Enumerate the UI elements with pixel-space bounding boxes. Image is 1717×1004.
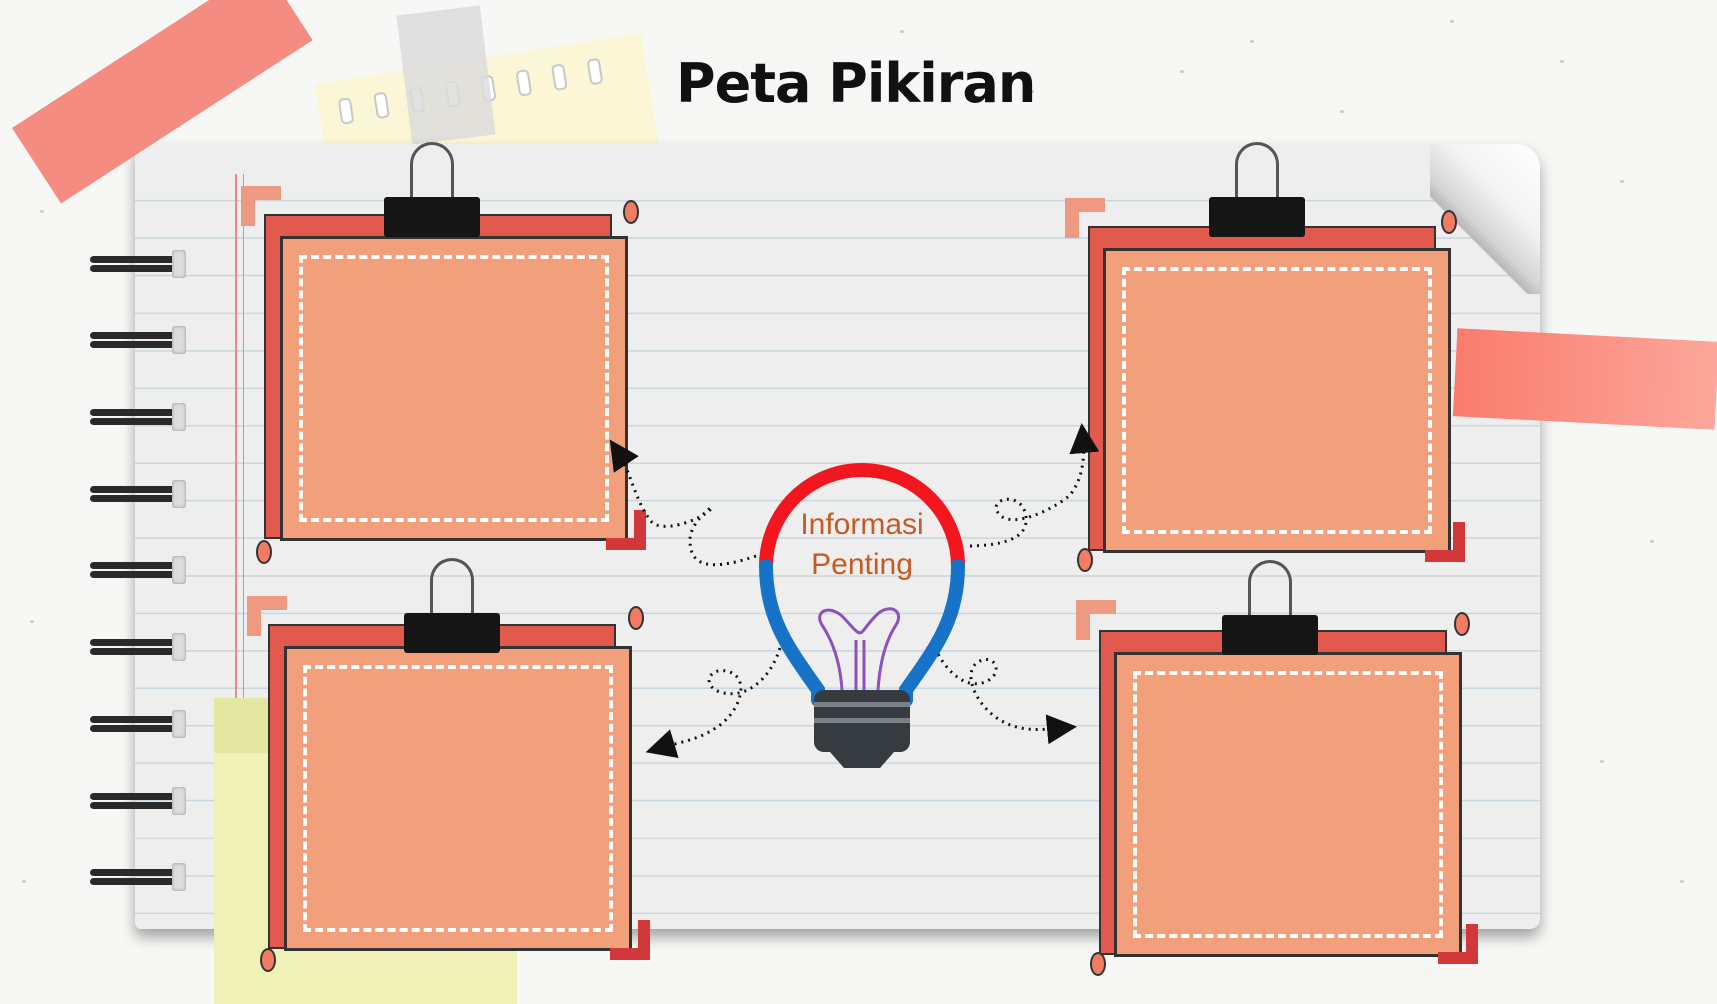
binder-clip — [384, 142, 480, 238]
spiral-ring — [90, 480, 190, 508]
central-idea-line2: Penting — [770, 545, 954, 585]
mind-map-box-top-left — [238, 180, 658, 580]
spiral-ring — [90, 326, 190, 354]
binder-clip — [1209, 142, 1305, 238]
text-box[interactable] — [284, 646, 632, 951]
text-box[interactable] — [1114, 652, 1462, 957]
spiral-ring — [90, 556, 190, 584]
spiral-ring — [90, 250, 190, 278]
binder-clip — [1222, 560, 1318, 656]
spiral-ring — [90, 403, 190, 431]
mind-map-box-bottom-right — [1074, 600, 1494, 1000]
central-idea-label: Informasi Penting — [770, 505, 954, 585]
diagram-title: Peta Pikiran — [676, 52, 1035, 115]
tape-right — [1453, 328, 1717, 430]
binder-clip — [404, 558, 500, 654]
text-box[interactable] — [1103, 248, 1451, 553]
central-idea-line1: Informasi — [770, 505, 954, 545]
text-box[interactable] — [280, 236, 628, 541]
spiral-ring — [90, 633, 190, 661]
spiral-ring — [90, 863, 190, 891]
spiral-ring — [90, 710, 190, 738]
clear-tape — [396, 5, 495, 144]
mind-map-box-top-right — [1063, 196, 1483, 596]
mind-map-box-bottom-left — [244, 596, 664, 996]
spiral-ring — [90, 787, 190, 815]
